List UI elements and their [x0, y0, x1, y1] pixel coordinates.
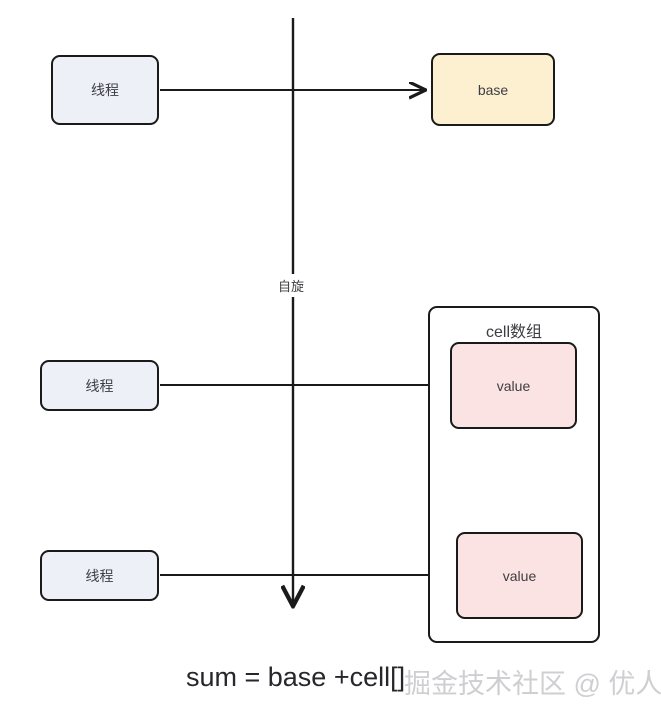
thread-node-top[interactable]: 线程	[51, 55, 159, 125]
thread-node-bottom-label: 线程	[85, 567, 114, 584]
base-node-label: base	[477, 81, 509, 98]
cell-array-title: cell数组	[485, 324, 542, 341]
value-node-bottom[interactable]: value	[456, 532, 583, 619]
value-node-top-label: value	[496, 377, 531, 394]
base-node[interactable]: base	[431, 53, 555, 126]
watermark-text: 掘金技术社区 @ 优人	[404, 669, 661, 699]
formula-caption: sum = base +cell[]	[186, 662, 406, 692]
value-node-top[interactable]: value	[450, 342, 577, 429]
thread-node-middle-label: 线程	[85, 377, 114, 394]
thread-node-middle[interactable]: 线程	[40, 360, 159, 411]
thread-node-bottom[interactable]: 线程	[40, 550, 159, 601]
value-node-bottom-label: value	[502, 567, 537, 584]
thread-node-top-label: 线程	[91, 82, 119, 98]
spin-label: 自旋	[274, 274, 309, 297]
